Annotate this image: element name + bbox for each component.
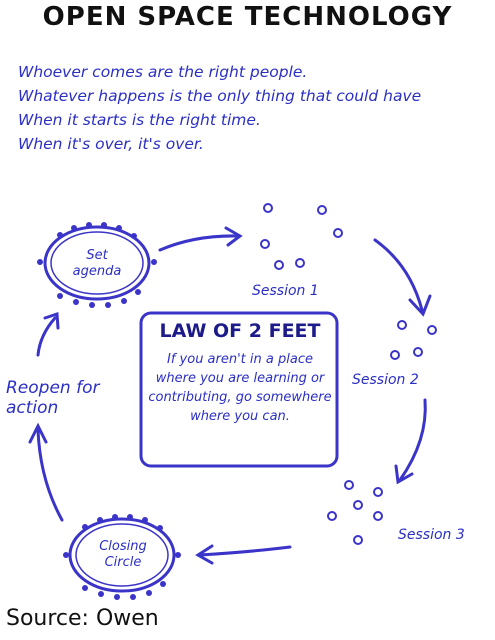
arrow-head-1: [224, 226, 243, 247]
session2-group: [390, 320, 437, 360]
session1-group: [260, 203, 343, 270]
closing-circle-inner: [75, 523, 169, 587]
arrow-to-closing: [198, 545, 292, 557]
principle-item: When it starts is the right time.: [18, 111, 261, 129]
principle-item: Whoever comes are the right people.: [18, 63, 308, 81]
arrow-reopen-upper: [36, 316, 57, 357]
session3-group: [327, 480, 383, 545]
closing-circle-people: [63, 514, 181, 600]
reopen-label: Reopen for action: [6, 378, 100, 418]
source-credit: Source: Owen: [6, 606, 159, 631]
session-3-label: Session 3: [398, 527, 465, 543]
arrow-to-session1: [158, 234, 240, 252]
arrow-to-session2: [373, 238, 424, 312]
set-agenda-label: Set agenda: [72, 248, 122, 279]
session-2-label: Session 2: [352, 372, 419, 388]
session-1-label: Session 1: [252, 283, 319, 299]
closing-circle-label: Closing Circle: [99, 539, 147, 570]
page-title: OPEN SPACE TECHNOLOGY: [42, 2, 453, 32]
law-box: [139, 311, 339, 468]
principle-item: Whatever happens is the only thing that …: [18, 87, 422, 105]
principles-list: Whoever comes are the right people. What…: [18, 60, 488, 156]
arrow-reopen-lower: [36, 428, 64, 522]
set-agenda-circle: [43, 225, 151, 301]
principle-item: When it's over, it's over.: [18, 135, 204, 153]
arrow-head-6: [43, 311, 60, 330]
arrow-head-3: [394, 464, 414, 485]
law-text: If you aren't in a place where you are l…: [148, 352, 332, 424]
arrow-head-5: [28, 422, 48, 444]
set-agenda-inner: [50, 231, 144, 295]
set-agenda-people: [37, 222, 157, 308]
arrow-to-session3: [398, 398, 427, 482]
closing-circle: [68, 517, 176, 593]
law-title: LAW OF 2 FEET: [159, 320, 321, 342]
arrow-head-2: [408, 294, 432, 317]
arrow-head-4: [195, 544, 214, 565]
